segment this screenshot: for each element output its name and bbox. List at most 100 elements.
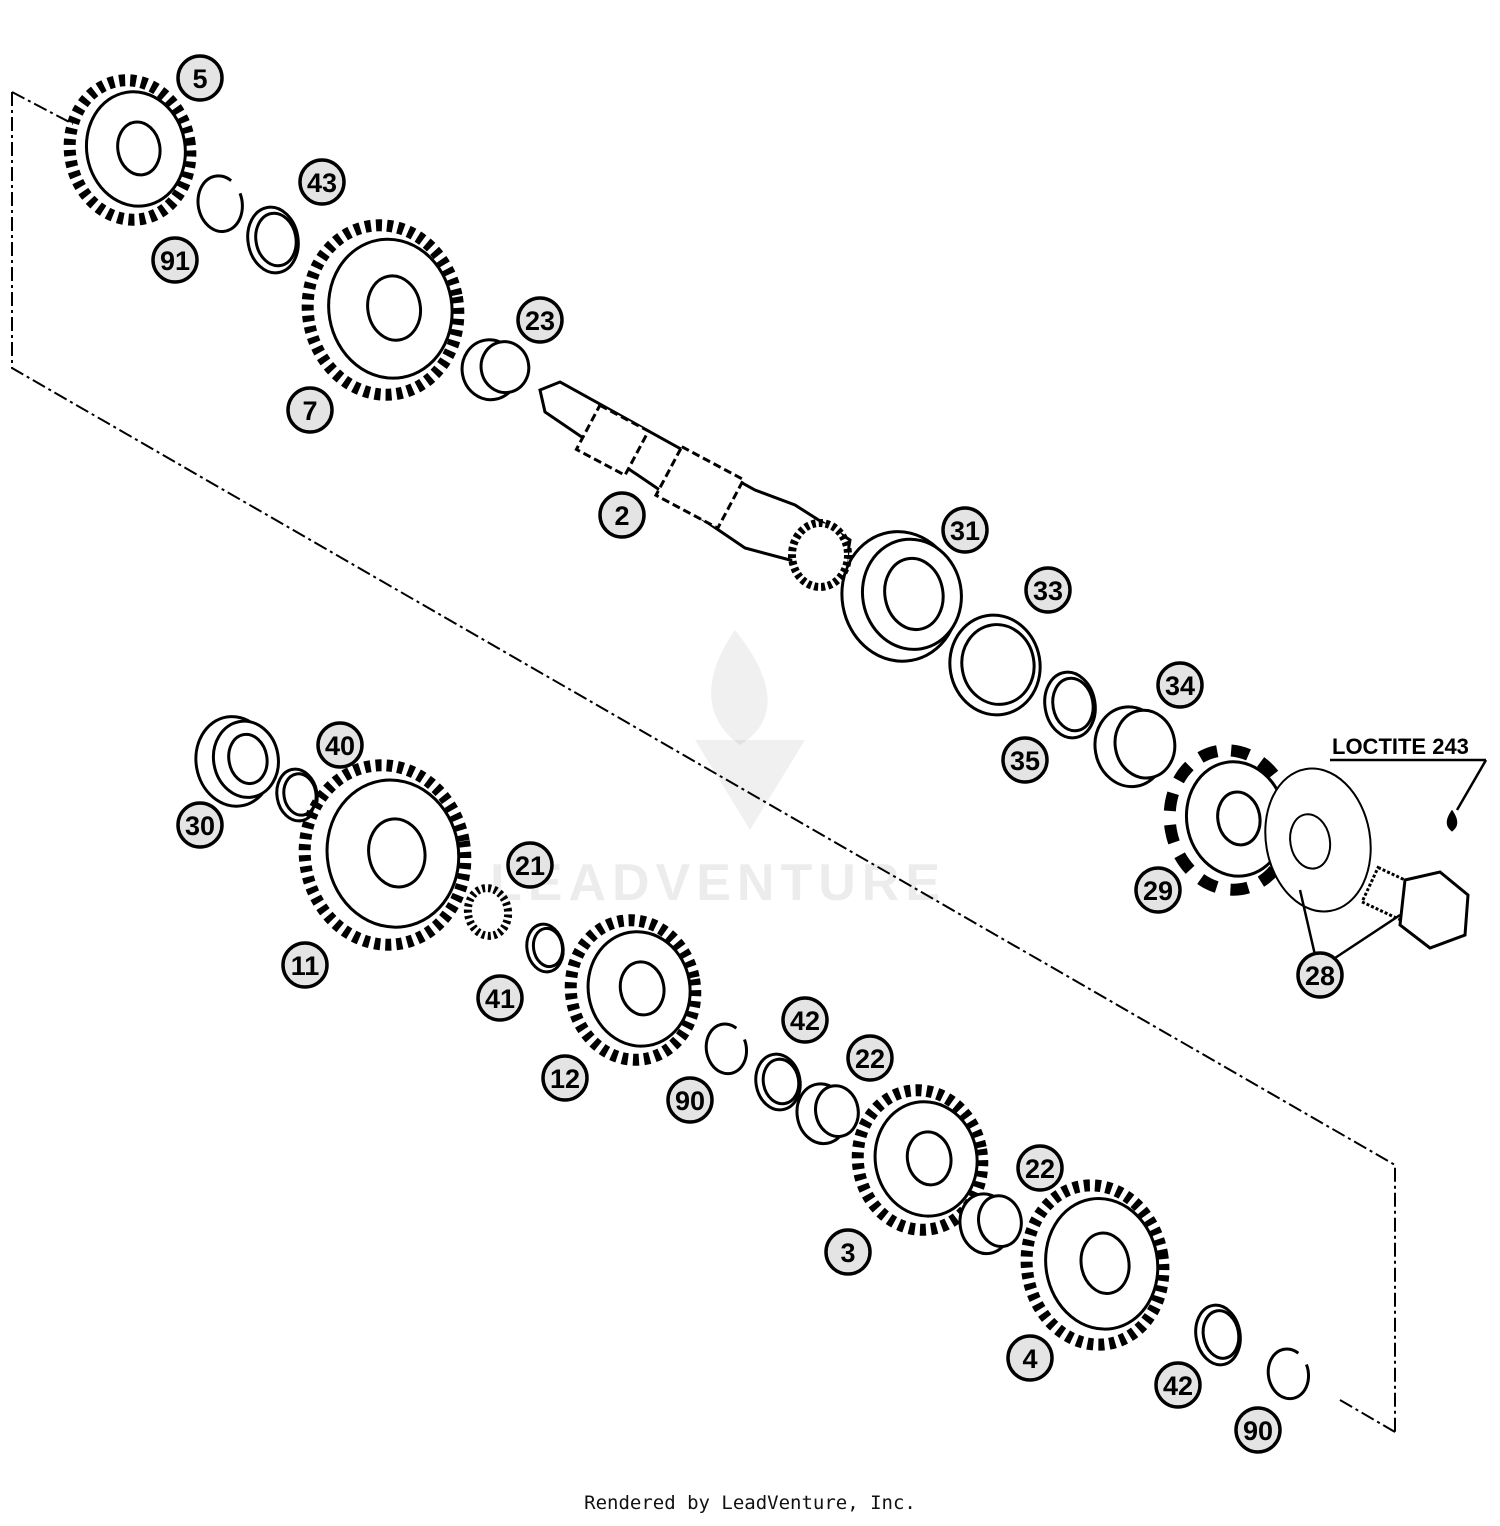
callout-43[interactable]: 43 [298, 158, 346, 206]
callout-label: 12 [550, 1064, 580, 1094]
bearing-30 [194, 715, 280, 808]
seal-33 [948, 613, 1042, 717]
callout-34[interactable]: 34 [1156, 661, 1204, 709]
callout-circle [1296, 951, 1344, 999]
bushing-22b [958, 1192, 1023, 1256]
callout-41[interactable]: 41 [476, 974, 524, 1022]
callout-circle [1001, 736, 1049, 784]
callout-42[interactable]: 42 [781, 996, 829, 1044]
callout-label: 40 [325, 731, 355, 761]
flame-logo-icon [711, 630, 768, 745]
needle-bearing-21 [463, 884, 513, 940]
callout-circle [598, 491, 646, 539]
v-logo-icon [695, 740, 805, 830]
dashed-frame [11, 91, 1396, 1433]
callout-5[interactable]: 5 [176, 54, 224, 102]
callout-label: 90 [1243, 1416, 1273, 1446]
callout-circle [298, 158, 346, 206]
gear-7 [301, 219, 465, 401]
callout-circle [666, 1076, 714, 1124]
callout-label: 5 [192, 64, 207, 94]
callout-40[interactable]: 40 [316, 721, 364, 769]
bushing-23 [460, 338, 531, 402]
callout-circle [506, 841, 554, 889]
callout-label: 23 [525, 306, 555, 336]
main-shaft-2 [538, 380, 852, 591]
callout-21[interactable]: 21 [506, 841, 554, 889]
sprocket-29 [1163, 744, 1297, 896]
hex-bolt [1360, 865, 1470, 950]
loctite-leader [1455, 759, 1488, 811]
circlip-90 [704, 1022, 749, 1076]
washer-28 [1264, 767, 1372, 913]
watermark-text: LEADVENTURE [490, 854, 946, 912]
callout-4[interactable]: 4 [1006, 1334, 1054, 1382]
callout-circle [1006, 1334, 1054, 1382]
gear-11 [298, 759, 472, 951]
callout-label: 31 [950, 516, 980, 546]
callout-label: 30 [185, 811, 215, 841]
callout-circle [1234, 1406, 1282, 1454]
callout-label: 28 [1305, 961, 1335, 991]
gear-12 [564, 914, 702, 1066]
circlip-90b [1266, 1347, 1311, 1401]
callout-circle [281, 941, 329, 989]
callout-90[interactable]: 90 [666, 1076, 714, 1124]
leader-28a [1298, 889, 1317, 956]
callout-circle [1134, 866, 1182, 914]
washer-43 [246, 205, 300, 275]
leader-28b [1334, 913, 1401, 960]
callout-circle [286, 386, 334, 434]
spacer-34 [1093, 705, 1177, 789]
callout-label: 41 [485, 984, 515, 1014]
callout-circle [781, 996, 829, 1044]
callout-circle [1024, 566, 1072, 614]
callout-circle [176, 54, 224, 102]
callout-label: 7 [302, 396, 317, 426]
callout-label: 22 [1025, 1154, 1055, 1184]
callout-circle [1154, 1361, 1202, 1409]
callout-42[interactable]: 42 [1154, 1361, 1202, 1409]
bearing-31 [840, 530, 963, 663]
callout-label: 33 [1033, 576, 1063, 606]
callout-11[interactable]: 11 [281, 941, 329, 989]
washer-42 [754, 1052, 802, 1112]
callout-label: 2 [614, 501, 629, 531]
callout-circle [541, 1054, 589, 1102]
callout-2[interactable]: 2 [598, 491, 646, 539]
callout-label: 91 [160, 246, 190, 276]
callout-circle [176, 801, 224, 849]
callout-label: 42 [1163, 1371, 1193, 1401]
callout-circle [476, 974, 524, 1022]
washer-42b [1194, 1303, 1242, 1367]
callout-label: 22 [855, 1044, 885, 1074]
callout-35[interactable]: 35 [1001, 736, 1049, 784]
callout-circle [824, 1228, 872, 1276]
callout-90[interactable]: 90 [1234, 1406, 1282, 1454]
callout-29[interactable]: 29 [1134, 866, 1182, 914]
callout-22[interactable]: 22 [1016, 1144, 1064, 1192]
callout-circle [151, 236, 199, 284]
callout-22[interactable]: 22 [846, 1034, 894, 1082]
callout-33[interactable]: 33 [1024, 566, 1072, 614]
footer-credit: Rendered by LeadVenture, Inc. [584, 1492, 916, 1514]
callout-circle [1156, 661, 1204, 709]
callout-28[interactable]: 28 [1296, 951, 1344, 999]
callout-12[interactable]: 12 [541, 1054, 589, 1102]
washer-40 [275, 767, 319, 823]
circlip-91 [196, 174, 244, 233]
loctite-note: LOCTITE 243 [1332, 734, 1469, 759]
callout-91[interactable]: 91 [151, 236, 199, 284]
callout-label: 35 [1010, 746, 1040, 776]
callout-31[interactable]: 31 [941, 506, 989, 554]
callout-3[interactable]: 3 [824, 1228, 872, 1276]
callout-label: 11 [291, 951, 320, 981]
callout-23[interactable]: 23 [516, 296, 564, 344]
bushing-22 [795, 1082, 860, 1146]
callout-circle [846, 1034, 894, 1082]
callout-label: 4 [1022, 1344, 1037, 1374]
callout-30[interactable]: 30 [176, 801, 224, 849]
callout-circle [1016, 1144, 1064, 1192]
callout-7[interactable]: 7 [286, 386, 334, 434]
